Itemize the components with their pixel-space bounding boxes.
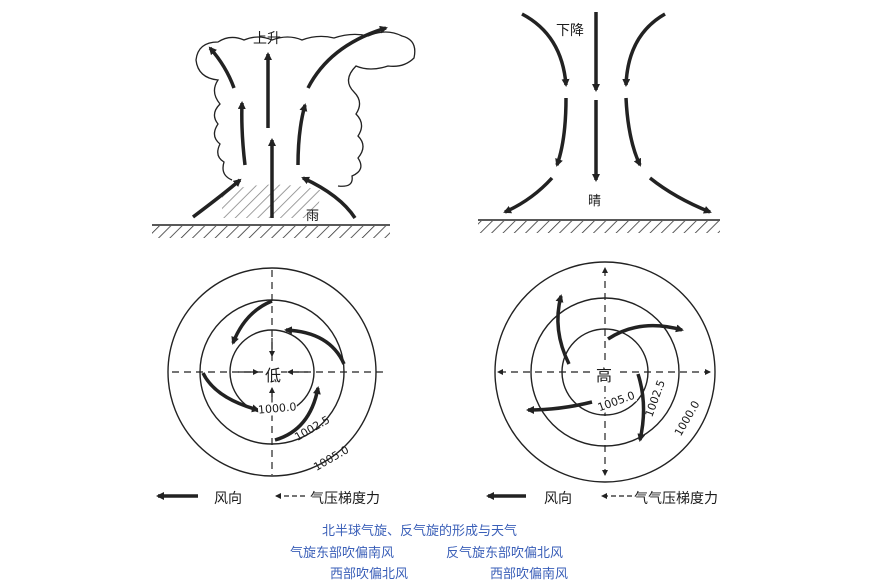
downdraft-label: 下降 (556, 23, 584, 39)
isobar-1000 (494, 261, 716, 483)
wind-arrow-right (284, 326, 346, 365)
downdraft-right-upper (622, 12, 666, 87)
updraft-left-upper (208, 46, 236, 89)
wind-arrow-left (201, 372, 260, 413)
caption-title: 北半球气旋、反气旋的形成与天气 (322, 524, 518, 539)
legend-wind-label: 风向 (214, 491, 242, 507)
caption-cyclone-east: 气旋东部吹偏南风 (290, 546, 395, 561)
anticyclone-plan (494, 261, 716, 483)
clear-label: 晴 (588, 194, 602, 209)
wind-arrow-bottom (274, 386, 321, 442)
high-pressure-center: 高 (596, 362, 613, 386)
wind-arrow-top (607, 323, 684, 341)
cloud-outline (195, 31, 416, 187)
updraft-label: 上升 (253, 31, 281, 47)
downdraft-left-mid (555, 97, 568, 167)
legend-pgf-label: 气气压梯度力 (634, 491, 718, 507)
wind-arrow-top (231, 299, 273, 345)
caption-anticyclone-east: 反气旋东部吹偏北风 (446, 546, 564, 561)
updraft-left-lower (191, 178, 242, 219)
downdraft-right-mid (624, 97, 642, 167)
downdraft-right-lower (648, 176, 712, 214)
low-pressure-center: 低 (265, 362, 282, 386)
rain-label: 雨 (306, 209, 320, 224)
ground-hatch (152, 226, 390, 238)
wind-arrow-left (555, 294, 571, 365)
downdraft-left-lower (503, 176, 554, 214)
wind-arrow-bottom (526, 400, 593, 414)
updraft-right-upper (306, 25, 388, 89)
updraft-right-mid (296, 103, 308, 166)
wind-arrow-right (636, 373, 646, 442)
caption-cyclone-west: 西部吹偏北风 (330, 567, 409, 582)
legend-wind-label: 风向 (544, 491, 572, 507)
downdraft-left-upper (521, 12, 570, 87)
ground-hatch (478, 221, 720, 233)
updraft-left-mid (237, 101, 247, 166)
cyclone-section (152, 25, 416, 238)
caption-anticyclone-west: 西部吹偏南风 (490, 567, 569, 582)
anticyclone-section (478, 12, 720, 233)
legend-pgf-label: 气压梯度力 (310, 491, 380, 507)
updraft-right-lower (301, 176, 357, 219)
